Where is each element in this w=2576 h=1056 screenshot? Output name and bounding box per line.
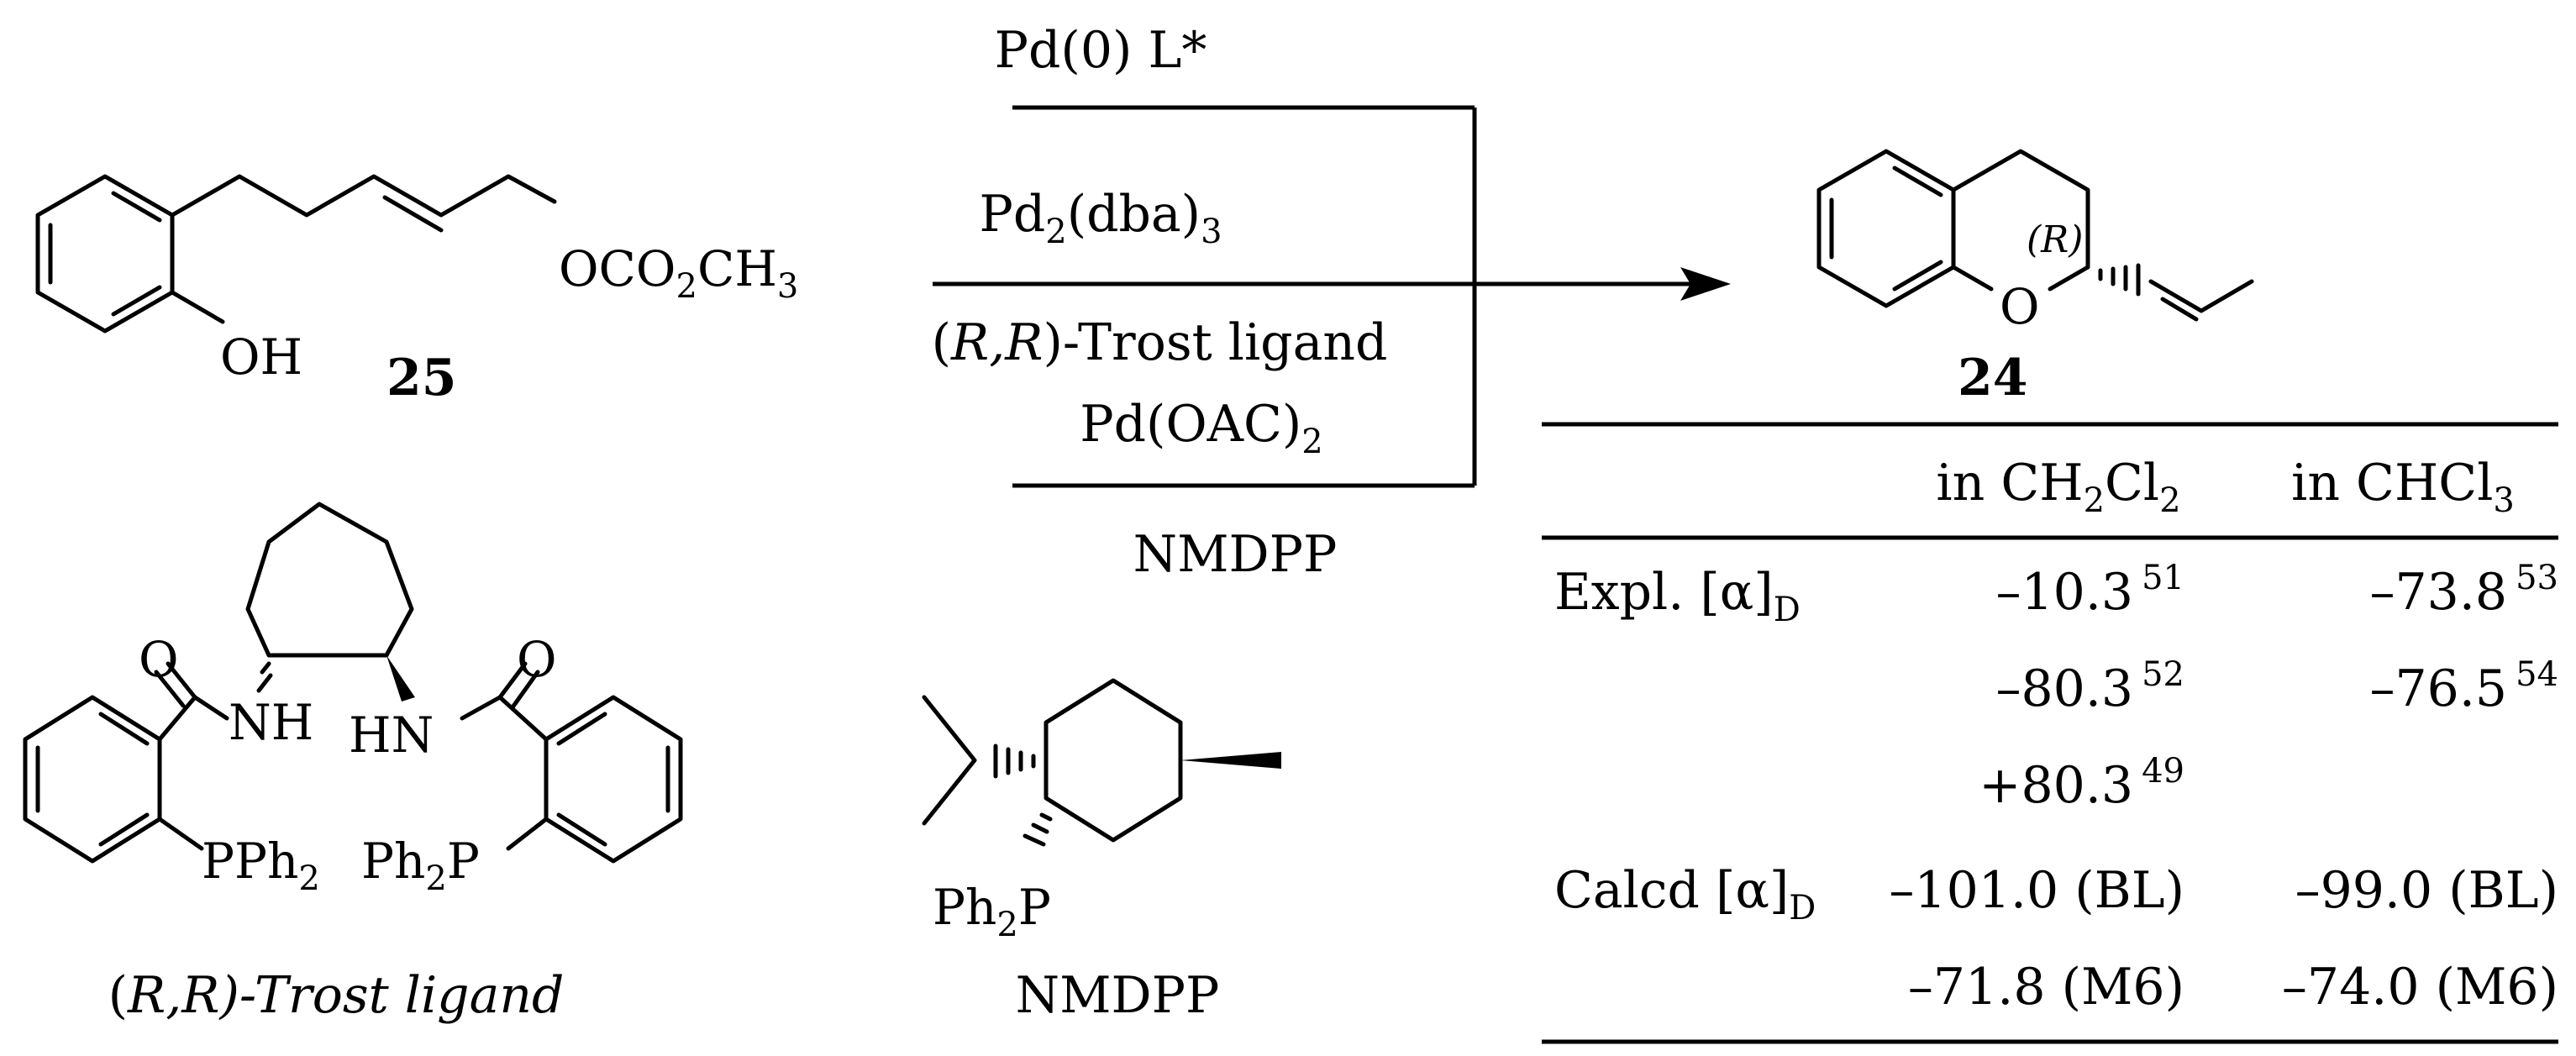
trost-ligand-structure — [23, 502, 683, 864]
compound-24-structure — [1816, 149, 2254, 322]
trost-oxygen-left: O — [139, 631, 179, 688]
compound-25-structure — [35, 174, 557, 334]
trost-nh-right: HN — [349, 707, 434, 764]
reagent-line-2: Pd2(dba)3 — [979, 185, 1222, 251]
reaction-arrowhead — [1680, 267, 1731, 301]
compound-25-number: 25 — [386, 349, 457, 407]
nmdpp-pph2-label: Ph2P — [933, 879, 1051, 944]
c25-ester-label: OCO2CH3 — [559, 240, 798, 306]
nmdpp-label: NMDPP — [1016, 966, 1220, 1025]
compound-24-number: 24 — [1958, 349, 2028, 407]
table-row-label-expl: Expl. [α]D — [1554, 563, 1801, 629]
table-cell: –71.8 (M6) — [1908, 958, 2184, 1017]
reagent-line-4: Pd(OAC)2 — [1080, 395, 1322, 461]
reagent-line-5: NMDPP — [1133, 525, 1338, 584]
table-header-ch2cl2: in CH2Cl2 — [1936, 454, 2180, 520]
nmdpp-structure — [922, 678, 1281, 847]
reagent-line-1: Pd(0) L* — [995, 21, 1207, 80]
c25-oh-label: OH — [220, 328, 302, 386]
table-cell: –101.0 (BL) — [1889, 861, 2184, 920]
c24-oxygen-label: O — [2000, 278, 2040, 335]
trost-pph2-right: Ph2P — [361, 833, 480, 898]
trost-oxygen-right: O — [517, 631, 557, 688]
table-cell: –74.0 (M6) — [2282, 958, 2558, 1017]
trost-pph2-left: PPh2 — [202, 833, 320, 898]
trost-ligand-label: (R,R)-Trost ligand — [108, 966, 565, 1025]
table-cell: –99.0 (BL) — [2295, 861, 2558, 920]
table-header-chcl3: in CHCl3 — [2291, 454, 2515, 520]
c24-stereo-label: (R) — [2027, 218, 2083, 261]
table-row-label-calcd: Calcd [α]D — [1554, 861, 1816, 927]
reagent-line-3: (R,R)-Trost ligand — [932, 313, 1388, 372]
trost-nh-left: NH — [229, 694, 313, 751]
